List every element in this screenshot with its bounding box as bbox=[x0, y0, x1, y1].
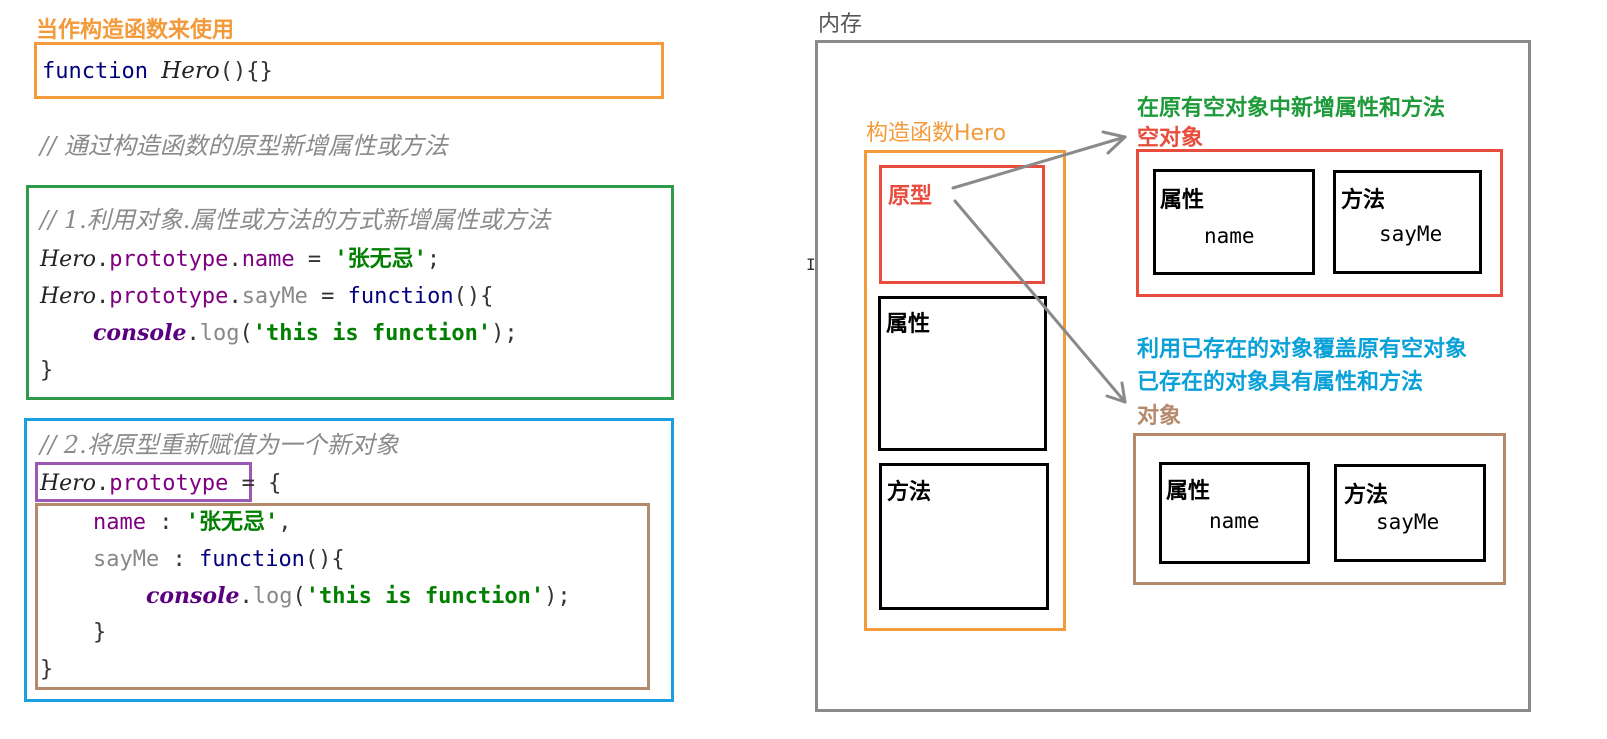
string-token: 'this is function' bbox=[305, 584, 545, 609]
method2-line5: } bbox=[40, 620, 107, 645]
object-methods-box bbox=[1334, 464, 1486, 562]
class-name: Hero bbox=[161, 58, 220, 84]
punct: , bbox=[278, 510, 292, 535]
constructor-code-box bbox=[34, 42, 664, 99]
method2-line2: name : '张无忌', bbox=[40, 504, 291, 541]
string-token: '张无忌' bbox=[185, 510, 279, 535]
punct: ; bbox=[426, 247, 441, 272]
punct: . bbox=[95, 284, 110, 309]
memory-label: 内存 bbox=[818, 12, 863, 37]
object-literal-box bbox=[35, 503, 650, 690]
object-props-label: 属性 bbox=[1166, 479, 1211, 504]
console-token: console bbox=[145, 583, 240, 609]
property-token: sayMe bbox=[241, 284, 308, 309]
log-token: log bbox=[199, 321, 240, 346]
method1-line1: Hero.prototype.name = '张无忌'; bbox=[40, 241, 440, 278]
blue-note-2: 已存在的对象具有属性和方法 bbox=[1137, 370, 1424, 395]
method2-comment: // 2.将原型重新赋值为一个新对象 bbox=[40, 431, 399, 459]
blue-note-1: 利用已存在的对象覆盖原有空对象 bbox=[1137, 337, 1468, 362]
punct: ( bbox=[239, 321, 253, 346]
class-name: Hero bbox=[40, 247, 96, 272]
keyword-function: function bbox=[347, 284, 454, 309]
indent bbox=[40, 547, 93, 572]
text-cursor-icon: I bbox=[806, 255, 816, 274]
class-name: Hero bbox=[40, 471, 96, 496]
empty-object-method-value: sayMe bbox=[1379, 222, 1443, 246]
method1-line4: } bbox=[40, 358, 54, 383]
property-token: name bbox=[241, 247, 295, 272]
method2-line6: } bbox=[40, 657, 54, 682]
empty-object-props-label: 属性 bbox=[1160, 188, 1205, 213]
empty-object-prop-value: name bbox=[1204, 224, 1255, 248]
indent bbox=[40, 584, 146, 609]
constructor-code: function Hero(){} bbox=[42, 53, 273, 90]
empty-object-label: 空对象 bbox=[1137, 126, 1204, 151]
properties-slot-label: 属性 bbox=[886, 312, 931, 337]
punct: . bbox=[228, 247, 242, 272]
prototype-token: prototype bbox=[109, 247, 229, 272]
punct: : bbox=[159, 547, 199, 572]
console-token: console bbox=[92, 320, 187, 346]
methods-slot-label: 方法 bbox=[887, 480, 932, 505]
empty-object-props-box bbox=[1153, 169, 1315, 275]
punct: ( bbox=[292, 584, 306, 609]
methods-slot bbox=[879, 463, 1049, 610]
method1-line2: Hero.prototype.sayMe = function(){ bbox=[40, 278, 493, 315]
punct: . bbox=[228, 284, 242, 309]
object-methods-label: 方法 bbox=[1344, 483, 1389, 508]
punct: . bbox=[95, 471, 110, 496]
object-box bbox=[1133, 433, 1506, 585]
indent bbox=[40, 321, 93, 346]
keyword-function: function bbox=[198, 547, 305, 572]
punct: = bbox=[307, 284, 348, 309]
empty-object-box bbox=[1136, 149, 1503, 297]
empty-object-methods-box bbox=[1333, 170, 1482, 274]
object-props-box bbox=[1159, 462, 1310, 564]
empty-object-methods-label: 方法 bbox=[1341, 188, 1386, 213]
string-token: '张无忌' bbox=[334, 247, 427, 272]
memory-frame bbox=[815, 40, 1531, 712]
punct: : bbox=[145, 510, 186, 535]
keyword-function: function bbox=[42, 59, 148, 84]
property-token: sayMe bbox=[92, 547, 160, 572]
object-label: 对象 bbox=[1137, 404, 1182, 429]
method1-box bbox=[26, 185, 674, 400]
punct: . bbox=[239, 584, 253, 609]
property-token: name bbox=[92, 510, 146, 535]
punct: . bbox=[186, 321, 200, 346]
punct: . bbox=[95, 247, 110, 272]
section-title: 当作构造函数来使用 bbox=[36, 18, 235, 43]
object-method-value: sayMe bbox=[1376, 510, 1440, 534]
indent bbox=[40, 510, 93, 535]
class-name: Hero bbox=[40, 284, 96, 309]
punct: = { bbox=[228, 471, 282, 496]
constructor-label: 构造函数Hero bbox=[866, 121, 1007, 146]
method2-line1: Hero.prototype = { bbox=[40, 465, 281, 502]
method1-line3: console.log('this is function'); bbox=[40, 315, 518, 352]
punct: (){ bbox=[453, 284, 494, 309]
green-note: 在原有空对象中新增属性和方法 bbox=[1137, 96, 1446, 121]
punct: = bbox=[294, 247, 335, 272]
punct: ); bbox=[491, 321, 518, 346]
method2-box bbox=[24, 418, 674, 702]
punct: ); bbox=[544, 584, 571, 609]
method2-line4: console.log('this is function'); bbox=[40, 578, 571, 615]
method1-comment: // 1.利用对象.属性或方法的方式新增属性或方法 bbox=[40, 206, 551, 234]
punct: (){} bbox=[219, 59, 273, 84]
prototype-slot-label: 原型 bbox=[888, 184, 933, 209]
prototype-highlight-box bbox=[35, 462, 252, 502]
object-prop-value: name bbox=[1209, 509, 1260, 533]
string-token: 'this is function' bbox=[252, 321, 492, 346]
log-token: log bbox=[252, 584, 293, 609]
punct: (){ bbox=[304, 547, 345, 572]
prototype-comment: // 通过构造函数的原型新增属性或方法 bbox=[40, 132, 448, 160]
prototype-token: prototype bbox=[109, 284, 229, 309]
prototype-token: prototype bbox=[109, 471, 229, 496]
method2-line3: sayMe : function(){ bbox=[40, 541, 345, 578]
